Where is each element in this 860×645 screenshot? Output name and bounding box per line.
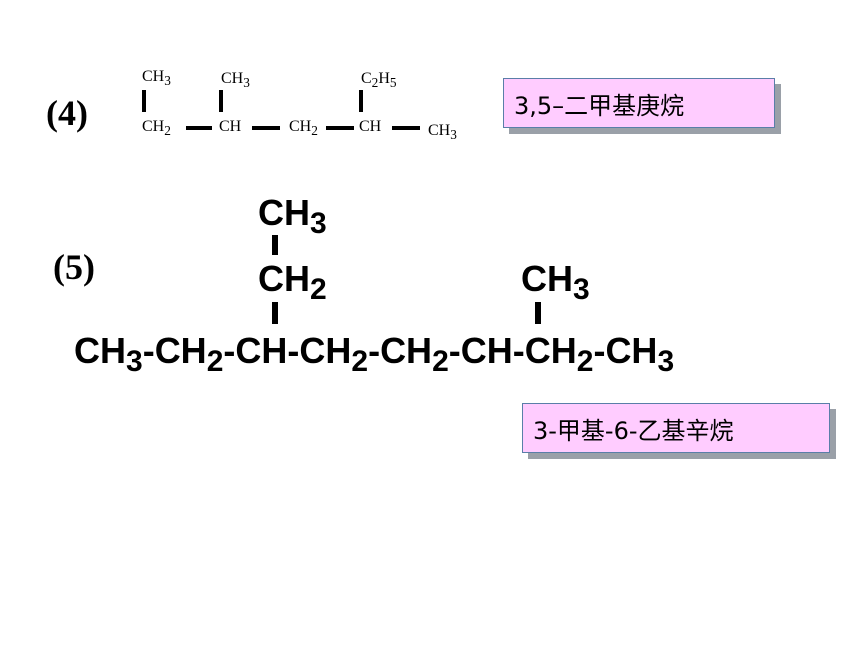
item-4-number: (4) [46,93,88,133]
item-4-chain-group-4: CH [359,118,382,135]
item-4-substituent-2: CH3 [221,70,250,91]
item-5-branch-ch2: CH2 [258,258,327,307]
item-5-bond-v1 [272,235,278,255]
item-4-name-box: 3,5–二甲基庚烷 [503,78,775,128]
item-5-main-chain: CH3-CH2-CH-CH2-CH2-CH-CH2-CH3 [74,330,675,379]
item-5-chain-group-5: CH2 [380,330,449,379]
item-5-chain-group-1: CH3 [74,330,143,379]
item-4-bond-v2 [219,90,223,112]
item-5-chain-group-3: CH [235,330,288,371]
item-5-bond-v2 [272,302,278,324]
item-5-chain-group-6: CH [460,330,513,371]
item-5-chain-group-8: CH3 [605,330,675,379]
item-4-name: 3,5–二甲基庚烷 [514,91,685,120]
item-4-bond-h1 [186,126,212,130]
item-4-substituent-3: C2H5 [361,70,397,91]
item-4-chain-group-5: CH3 [428,122,457,143]
item-5-chain-group-2: CH2 [154,330,224,379]
item-4-bond-h4 [392,126,420,130]
item-4-substituent-1: CH3 [142,68,171,89]
item-5-chain-group-7: CH2 [524,330,594,379]
item-4-bond-h2 [252,126,280,130]
item-4-chain-group-1: CH2 [142,118,171,139]
item-5-number: (5) [53,247,95,287]
item-4-bond-h3 [326,126,354,130]
item-5-bond-v3 [535,302,541,324]
item-4-bond-v1 [142,90,146,112]
item-5-chain-group-4: CH2 [299,330,369,379]
item-5-name: 3-甲基-6-乙基辛烷 [533,416,734,445]
item-5-branch-ch3: CH3 [258,192,327,241]
item-4-bond-v3 [359,90,363,112]
item-5-name-box: 3-甲基-6-乙基辛烷 [522,403,830,453]
item-4-chain-group-2: CH [219,118,242,135]
item-4-chain-group-3: CH2 [289,118,318,139]
item-5-branch-ch3-right: CH3 [521,258,590,307]
